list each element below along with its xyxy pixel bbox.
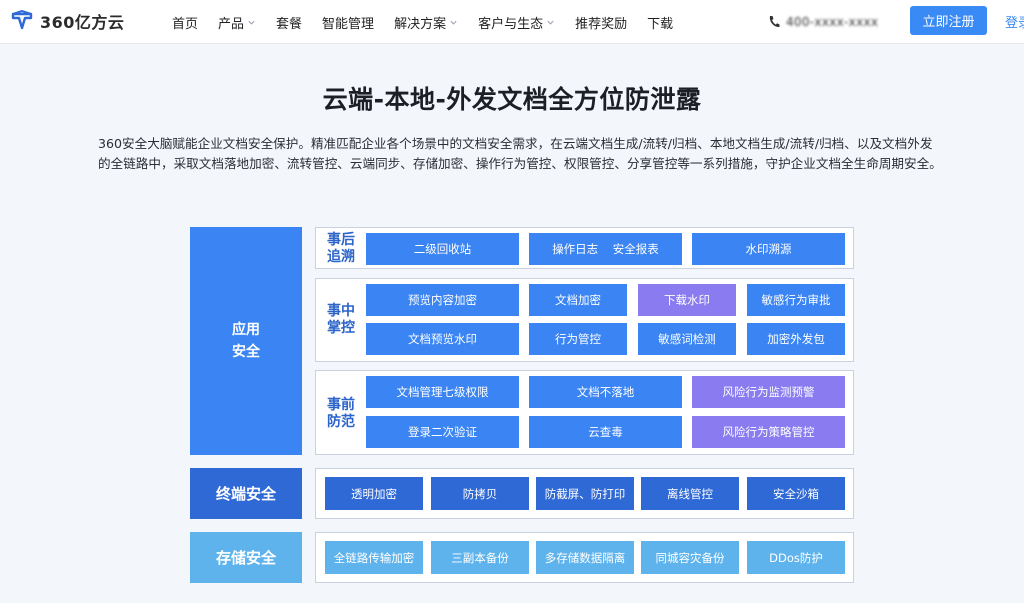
feature-chip[interactable]: 加密外发包 — [747, 323, 845, 355]
category-label-line2: 安全 — [232, 344, 260, 360]
nav-label: 推荐奖励 — [575, 16, 628, 32]
feature-chip[interactable]: 透明加密 — [325, 477, 423, 510]
feature-chip[interactable]: 文档预览水印 — [366, 323, 519, 355]
group-label-line2: 防范 — [327, 414, 355, 430]
group-label: 事前 防范 — [326, 397, 356, 431]
feature-chip[interactable]: 同城容灾备份 — [641, 541, 739, 574]
nav-label: 套餐 — [276, 16, 303, 32]
phone-number[interactable]: 400-xxxx-xxxx — [768, 13, 878, 31]
phone-icon — [769, 16, 780, 28]
group-label: 事中 掌控 — [326, 303, 356, 337]
feature-chip[interactable]: 安全沙箱 — [747, 477, 845, 510]
feature-chip[interactable]: 云查毒 — [529, 416, 682, 448]
nav-item-products[interactable]: 产品 — [218, 13, 256, 32]
nav-label: 下载 — [647, 16, 674, 32]
feature-chip[interactable]: DDos防护 — [747, 541, 845, 574]
feature-chip[interactable]: 预览内容加密 — [366, 284, 519, 316]
feature-chip[interactable]: 风险行为策略管控 — [692, 416, 845, 448]
nav-label: 解决方案 — [394, 16, 447, 32]
group-label-line1: 事中 — [327, 303, 355, 319]
feature-chip[interactable]: 登录二次验证 — [366, 416, 519, 448]
category-app-security: 应用 安全 — [190, 227, 302, 455]
nav-item-referral-rewards[interactable]: 推荐奖励 — [575, 13, 627, 32]
main-nav: 首页 产品 套餐 智能管理 解决方案 客户与生态 推荐奖励 下载 — [172, 0, 693, 44]
feature-chip[interactable]: 下载水印 — [638, 284, 736, 316]
feature-chip[interactable]: 离线管控 — [641, 477, 739, 510]
nav-label: 首页 — [172, 16, 199, 32]
feature-chip[interactable]: 敏感词检测 — [638, 323, 736, 355]
page-title: 云端-本地-外发文档全方位防泄露 — [322, 85, 702, 114]
feature-chip[interactable]: 防拷贝 — [431, 477, 529, 510]
category-storage-security: 存储安全 — [190, 532, 302, 583]
nav-item-home[interactable]: 首页 — [172, 13, 198, 32]
chevron-down-icon — [248, 20, 255, 25]
logo[interactable]: 360亿方云 — [10, 9, 124, 33]
nav-item-download[interactable]: 下载 — [647, 13, 673, 32]
group-label-line2: 掌控 — [327, 320, 355, 336]
feature-chip[interactable]: 操作日志 安全报表 — [529, 233, 682, 265]
feature-chip[interactable]: 文档不落地 — [529, 376, 682, 408]
top-nav-bar: 360亿方云 首页 产品 套餐 智能管理 解决方案 客户与生态 推荐奖励 下载 … — [0, 0, 1024, 44]
nav-label: 客户与生态 — [478, 16, 544, 32]
feature-chip[interactable]: 多存储数据隔离 — [536, 541, 634, 574]
nav-item-plans[interactable]: 套餐 — [276, 13, 302, 32]
logo-icon — [11, 10, 33, 30]
logo-text: 360亿方云 — [40, 13, 125, 32]
phone-text: 400-xxxx-xxxx — [786, 15, 879, 29]
nav-item-smart-management[interactable]: 智能管理 — [322, 13, 374, 32]
feature-chip[interactable]: 二级回收站 — [366, 233, 519, 265]
feature-chip[interactable]: 行为管控 — [529, 323, 627, 355]
nav-label: 智能管理 — [322, 16, 375, 32]
feature-chip[interactable]: 水印溯源 — [692, 233, 845, 265]
login-link[interactable]: 登录 — [1005, 16, 1024, 31]
chevron-down-icon — [450, 20, 457, 25]
chevron-down-icon — [547, 20, 554, 25]
nav-item-solutions[interactable]: 解决方案 — [394, 13, 458, 32]
feature-chip[interactable]: 防截屏、防打印 — [536, 477, 634, 510]
page-description: 360安全大脑赋能企业文档安全保护。精准匹配企业各个场景中的文档安全需求，在云端… — [98, 136, 942, 171]
group-label-line1: 事后 — [327, 232, 355, 248]
feature-chip[interactable]: 文档管理七级权限 — [366, 376, 519, 408]
category-terminal-security: 终端安全 — [190, 468, 302, 519]
nav-item-customers-ecosystem[interactable]: 客户与生态 — [478, 13, 555, 32]
nav-label: 产品 — [218, 16, 245, 32]
group-label-line1: 事前 — [327, 397, 355, 413]
group-label-line2: 追溯 — [327, 249, 355, 265]
feature-chip[interactable]: 全链路传输加密 — [325, 541, 423, 574]
category-label-line1: 应用 — [232, 322, 260, 338]
feature-chip[interactable]: 文档加密 — [529, 284, 627, 316]
feature-chip[interactable]: 三副本备份 — [431, 541, 529, 574]
feature-chip[interactable]: 风险行为监测预警 — [692, 376, 845, 408]
register-button[interactable]: 立即注册 — [910, 6, 987, 35]
feature-chip[interactable]: 敏感行为审批 — [747, 284, 845, 316]
group-label: 事后 追溯 — [326, 232, 356, 266]
